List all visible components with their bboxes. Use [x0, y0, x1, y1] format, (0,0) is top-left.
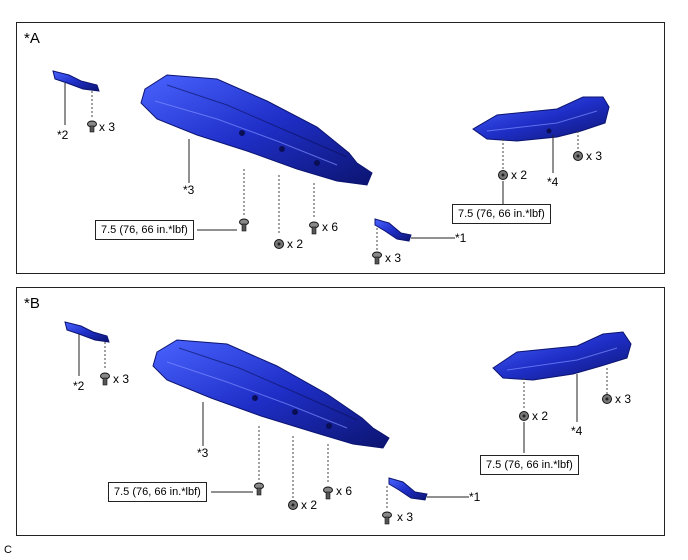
bolt-icon	[323, 486, 333, 500]
part-callout-3: *3	[183, 183, 195, 197]
bolt-icon	[372, 251, 382, 265]
bracket-part-2	[64, 321, 110, 343]
part-callout-4: *4	[571, 424, 583, 438]
part-callout-1: *1	[469, 490, 481, 504]
panel-a-illustration	[52, 70, 610, 265]
quantity-label: x 2	[511, 168, 528, 182]
clip-icon	[602, 394, 612, 404]
bolt-icon	[309, 221, 319, 235]
quantity-label: x 2	[287, 237, 304, 251]
engine-under-cover-part-3	[140, 74, 373, 186]
torque-spec: 7.5 (76, 66 in.*lbf)	[480, 455, 579, 475]
bracket-part-1	[374, 218, 412, 242]
clip-icon	[288, 500, 298, 510]
bolt-icon	[239, 218, 249, 232]
bracket-part-1	[388, 477, 428, 501]
quantity-label: x 6	[336, 484, 353, 498]
bracket-part-2	[52, 70, 100, 92]
panel-label: *A	[24, 30, 40, 47]
bolt-icon	[100, 372, 110, 386]
engine-under-cover-part-3	[152, 339, 390, 449]
quantity-label: x 2	[532, 409, 549, 423]
panel-b-illustration	[64, 321, 632, 525]
clip-icon	[498, 170, 508, 180]
quantity-label: x 3	[385, 251, 402, 265]
torque-spec: 7.5 (76, 66 in.*lbf)	[108, 482, 207, 502]
part-callout-4: *4	[547, 175, 559, 189]
clip-icon	[519, 411, 529, 421]
rear-under-cover-part-4	[492, 331, 632, 381]
bolt-icon	[254, 482, 264, 496]
clip-icon	[573, 151, 583, 161]
quantity-label: x 3	[586, 149, 603, 163]
clip-icon	[274, 239, 284, 249]
part-callout-1: *1	[455, 231, 467, 245]
quantity-label: x 2	[301, 498, 318, 512]
part-callout-2: *2	[57, 128, 69, 142]
part-callout-2: *2	[73, 379, 85, 393]
quantity-label: x 3	[397, 510, 414, 524]
panel-a: *A	[16, 22, 665, 274]
part-callout-3: *3	[197, 446, 209, 460]
panel-label: *B	[24, 295, 40, 312]
torque-spec: 7.5 (76, 66 in.*lbf)	[452, 204, 551, 224]
bolt-icon	[382, 511, 392, 525]
figure-code: C	[4, 544, 12, 556]
quantity-label: x 3	[615, 392, 632, 406]
torque-spec: 7.5 (76, 66 in.*lbf)	[95, 220, 194, 240]
bolt-icon	[87, 120, 97, 133]
rear-under-cover-part-4	[472, 96, 610, 142]
quantity-label: x 3	[113, 372, 130, 386]
panel-b: *B	[16, 287, 665, 536]
quantity-label: x 3	[99, 120, 116, 134]
quantity-label: x 6	[322, 220, 339, 234]
